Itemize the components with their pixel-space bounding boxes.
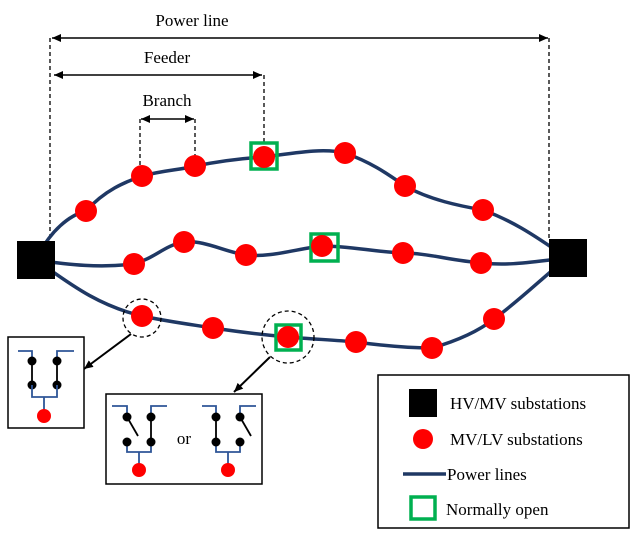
mv-lv-substation xyxy=(483,308,505,330)
dimension-branch: Branch xyxy=(139,91,196,170)
legend-mv-lv-label: MV/LV substations xyxy=(450,430,583,449)
branch-label: Branch xyxy=(142,91,192,110)
mv-lv-substation xyxy=(173,231,195,253)
legend-hv-mv-label: HV/MV substations xyxy=(450,394,586,413)
legend: HV/MV substations MV/LV substations Powe… xyxy=(377,374,630,529)
mv-lv-substation xyxy=(334,142,356,164)
normally-open-marker xyxy=(309,232,340,263)
mv-lv-substation xyxy=(184,155,206,177)
mv-lv-legend-icon xyxy=(413,429,433,449)
mv-lv-substations xyxy=(75,142,505,359)
mv-lv-substation xyxy=(472,199,494,221)
switch-detail-open: or xyxy=(105,393,263,485)
mv-lv-substation xyxy=(131,165,153,187)
mv-lv-substation xyxy=(131,305,153,327)
zoom-arrow xyxy=(83,333,132,370)
legend-normally-open-label: Normally open xyxy=(446,500,549,519)
switch-detail-closed xyxy=(7,336,85,429)
hv-mv-substation-left xyxy=(17,241,55,279)
mv-lv-substation xyxy=(123,253,145,275)
normally-open-legend-icon xyxy=(409,495,437,521)
power-line-label: Power line xyxy=(155,11,228,30)
mv-lv-substation xyxy=(470,252,492,274)
hv-mv-legend-icon xyxy=(409,389,437,417)
dimension-feeder: Feeder xyxy=(54,48,265,145)
zoom-highlight-circle xyxy=(261,310,315,364)
mv-lv-substation xyxy=(202,317,224,339)
mv-lv-substation xyxy=(421,337,443,359)
hv-mv-substation-right xyxy=(549,239,587,277)
zoom-arrow xyxy=(233,356,271,393)
mv-lv-substation xyxy=(392,242,414,264)
dimension-power-line: Power line xyxy=(49,11,550,243)
mv-lv-substation xyxy=(394,175,416,197)
mv-lv-substation xyxy=(75,200,97,222)
or-text: or xyxy=(177,429,192,448)
normally-open-marker xyxy=(249,141,279,171)
legend-power-lines-label: Power lines xyxy=(447,465,527,484)
normally-open-marker xyxy=(274,323,303,352)
zoom-highlight-circle xyxy=(122,298,162,338)
mv-lv-substation xyxy=(277,326,299,348)
mv-lv-substation xyxy=(311,235,333,257)
mv-lv-substation xyxy=(253,146,275,168)
mv-lv-substation xyxy=(345,331,367,353)
feeder-label: Feeder xyxy=(144,48,191,67)
mv-lv-substation xyxy=(235,244,257,266)
